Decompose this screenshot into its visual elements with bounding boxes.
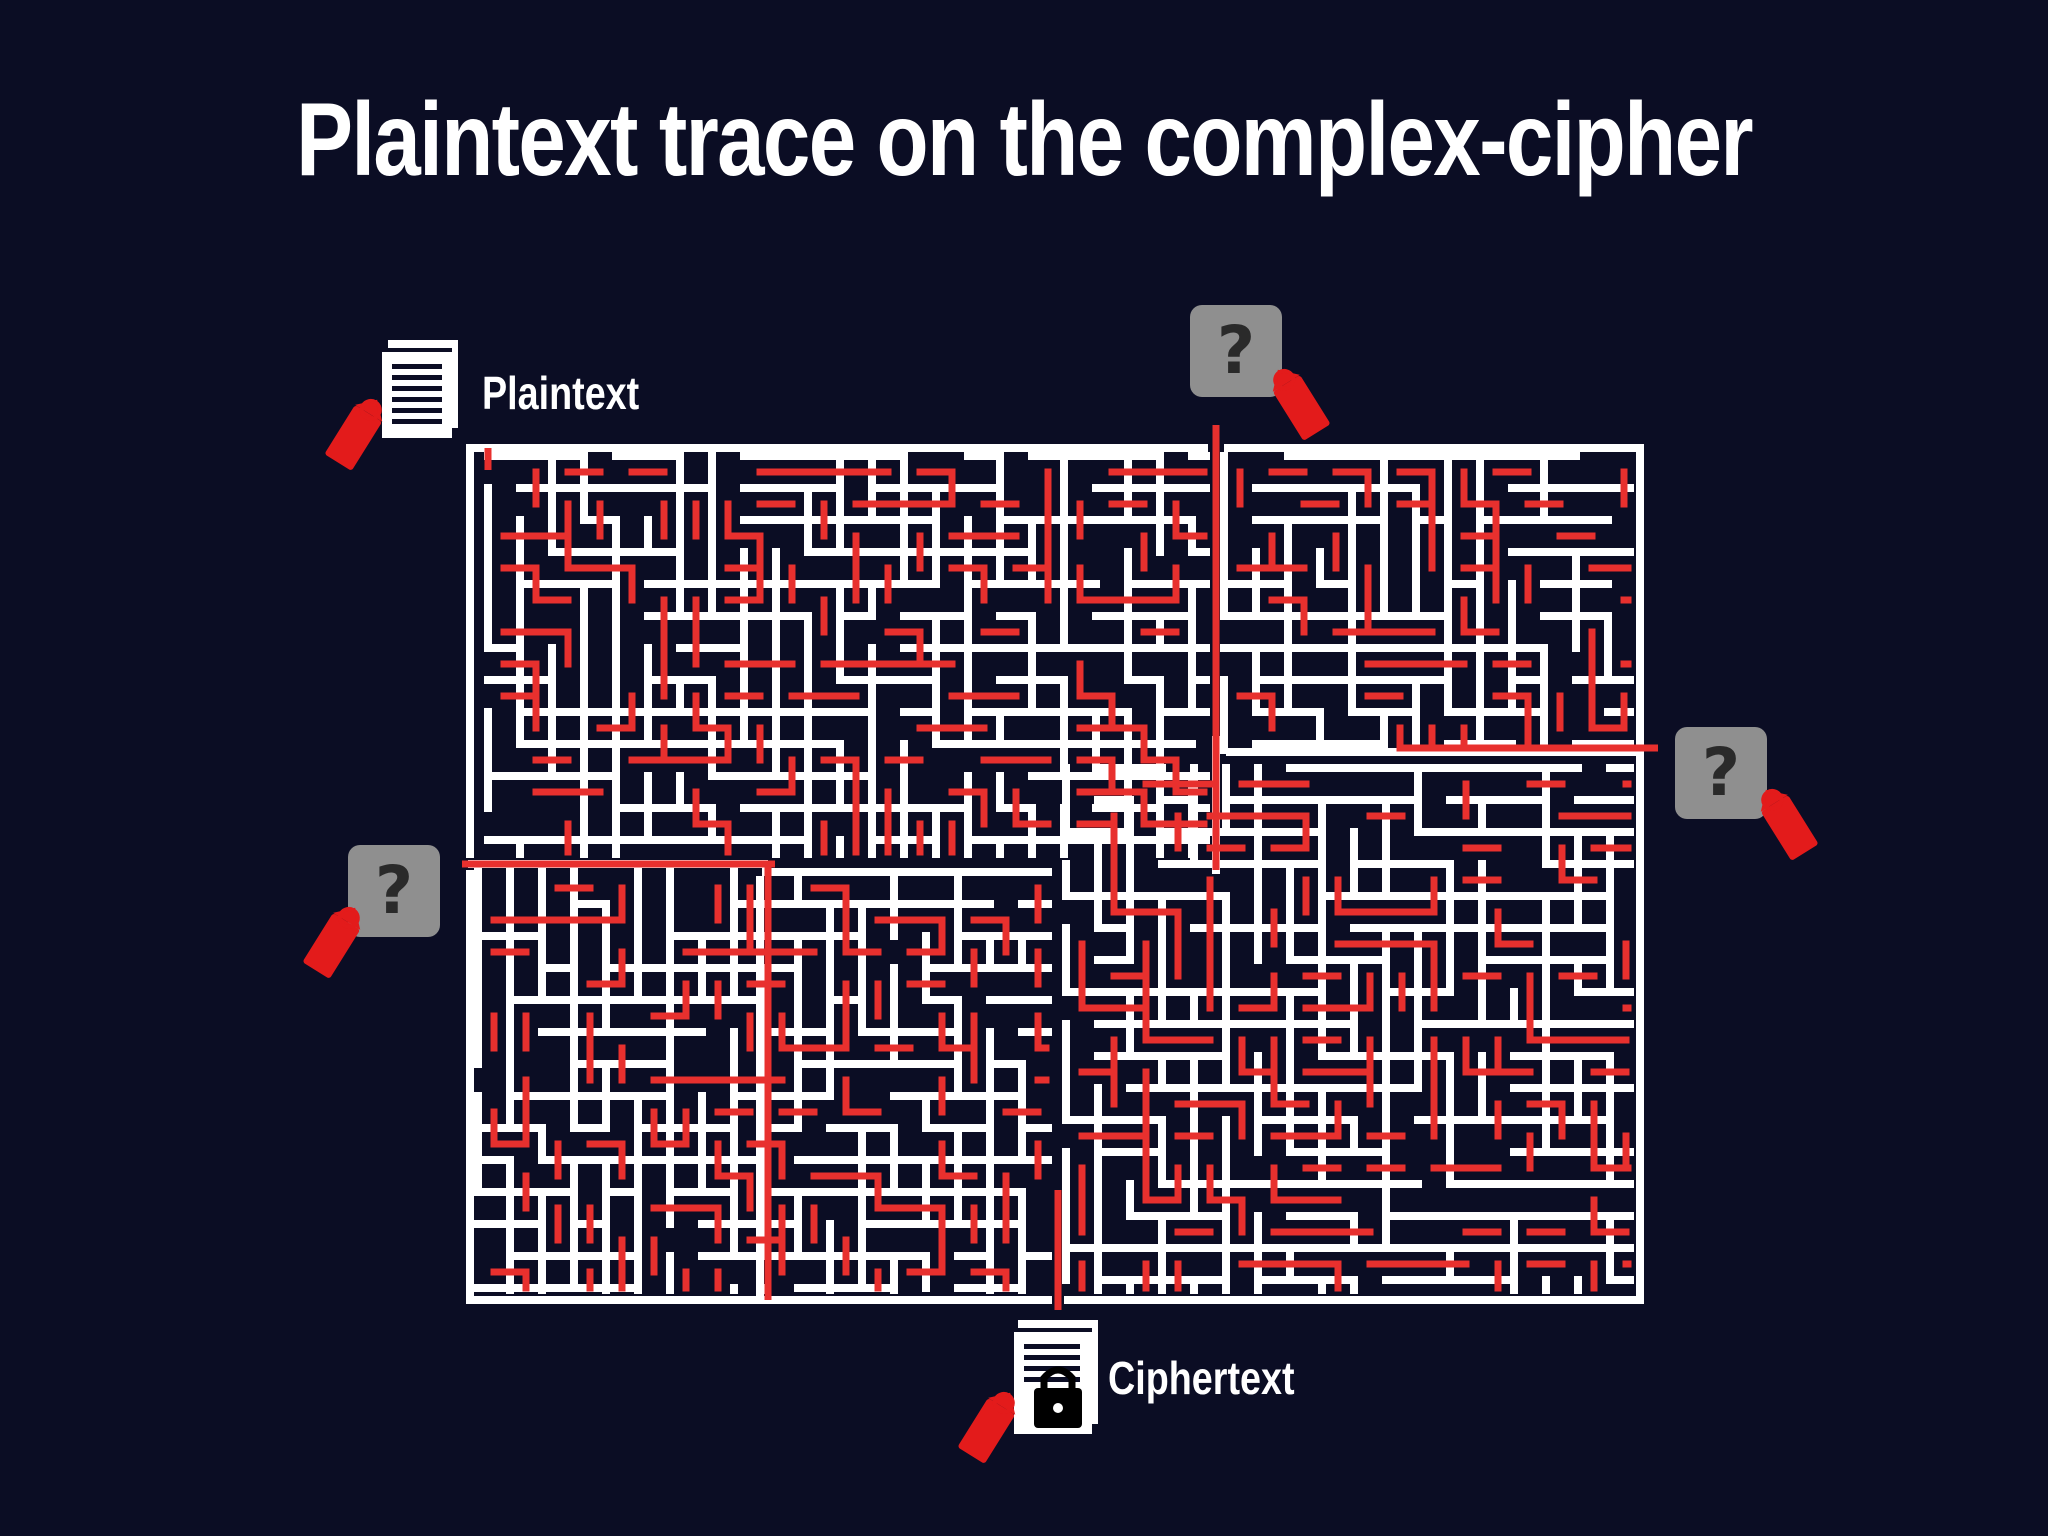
unknown-right-question-icon: ? bbox=[1675, 727, 1767, 819]
unknown-left-question-icon: ? bbox=[348, 845, 440, 937]
maze-wall-segments-3 bbox=[1062, 764, 1634, 1294]
ciphertext-label: Ciphertext bbox=[1108, 1352, 1295, 1404]
trace-segments-2 bbox=[490, 884, 1050, 1292]
maze-wall-segments-0 bbox=[484, 452, 1210, 858]
maze-wall-segments-1 bbox=[1220, 452, 1634, 754]
maze-frame bbox=[466, 444, 1644, 1304]
trace-connectors bbox=[462, 425, 1658, 1310]
page-title: Plaintext trace on the complex-cipher bbox=[296, 82, 1753, 198]
trace-segments-3 bbox=[1078, 780, 1632, 1292]
trace-segments-0 bbox=[500, 468, 1208, 856]
trace-segments-1 bbox=[1236, 468, 1632, 752]
plaintext-label: Plaintext bbox=[482, 367, 640, 419]
plaintext-trace bbox=[490, 468, 1632, 1292]
unknown-top-question-icon: ? bbox=[1190, 305, 1282, 397]
